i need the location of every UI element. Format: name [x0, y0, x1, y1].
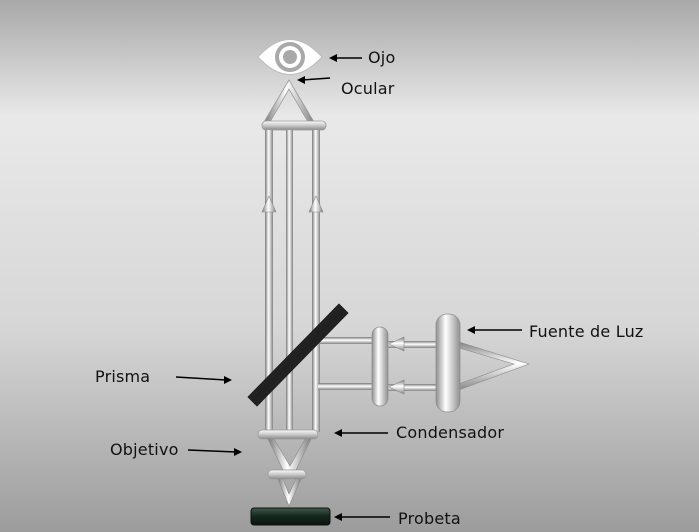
arrow-probeta	[334, 513, 390, 521]
label-condensador: Condensador	[396, 423, 505, 442]
label-prisma: Prisma	[95, 367, 151, 386]
arrow-fuente	[467, 326, 522, 334]
arrow-ocular	[297, 76, 331, 84]
vertical-light-rods	[261, 130, 324, 432]
prism	[247, 303, 349, 407]
arrow-ojo	[329, 54, 362, 62]
arrow-prisma	[175, 376, 232, 384]
arrow-objetivo	[187, 448, 242, 456]
light-source-lens	[435, 313, 461, 413]
label-ojo: Ojo	[368, 48, 396, 67]
horizontal-light-beams	[318, 336, 530, 395]
arrow-condensador	[334, 429, 388, 437]
label-probeta: Probeta	[398, 509, 461, 528]
condenser-lens	[371, 326, 389, 407]
label-ocular: Ocular	[341, 79, 395, 98]
sample-slide	[250, 507, 331, 526]
objective-lens	[257, 429, 319, 507]
ocular-lens	[261, 79, 327, 131]
eye-icon	[257, 39, 323, 75]
label-arrows	[175, 54, 522, 521]
label-objetivo: Objetivo	[110, 440, 179, 459]
label-fuente-de-luz: Fuente de Luz	[529, 322, 644, 341]
